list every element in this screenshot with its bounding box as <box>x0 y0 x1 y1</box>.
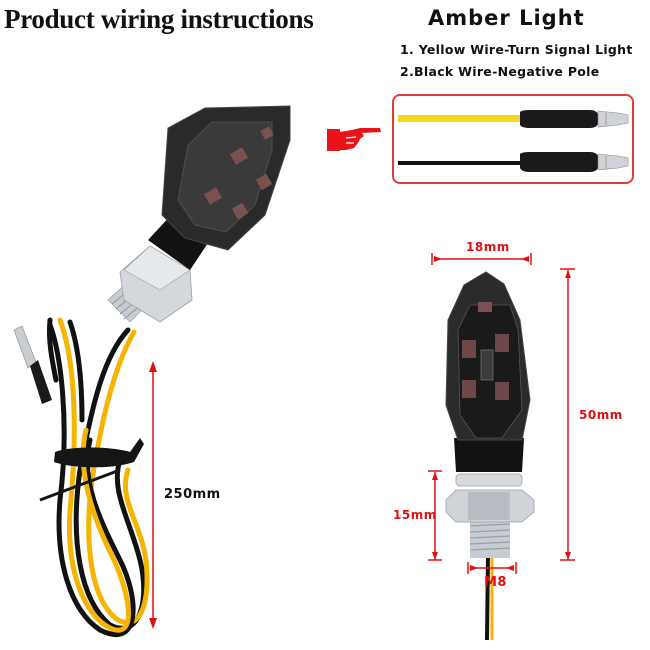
wire-connector-box <box>392 94 634 184</box>
thread-length-dimension-label: 15mm <box>393 508 437 522</box>
page-title: Product wiring instructions <box>4 4 314 34</box>
legend-black-wire: 2.Black Wire-Negative Pole <box>400 64 600 79</box>
wire-length-label: 250mm <box>164 487 221 502</box>
thread-size-label: M8 <box>484 575 507 590</box>
legend-yellow-wire: 1. Yellow Wire-Turn Signal Light <box>400 42 633 57</box>
width-dimension-label: 18mm <box>466 240 510 254</box>
height-dimension-label: 50mm <box>579 408 623 422</box>
product-subtitle: Amber Light <box>428 6 585 30</box>
